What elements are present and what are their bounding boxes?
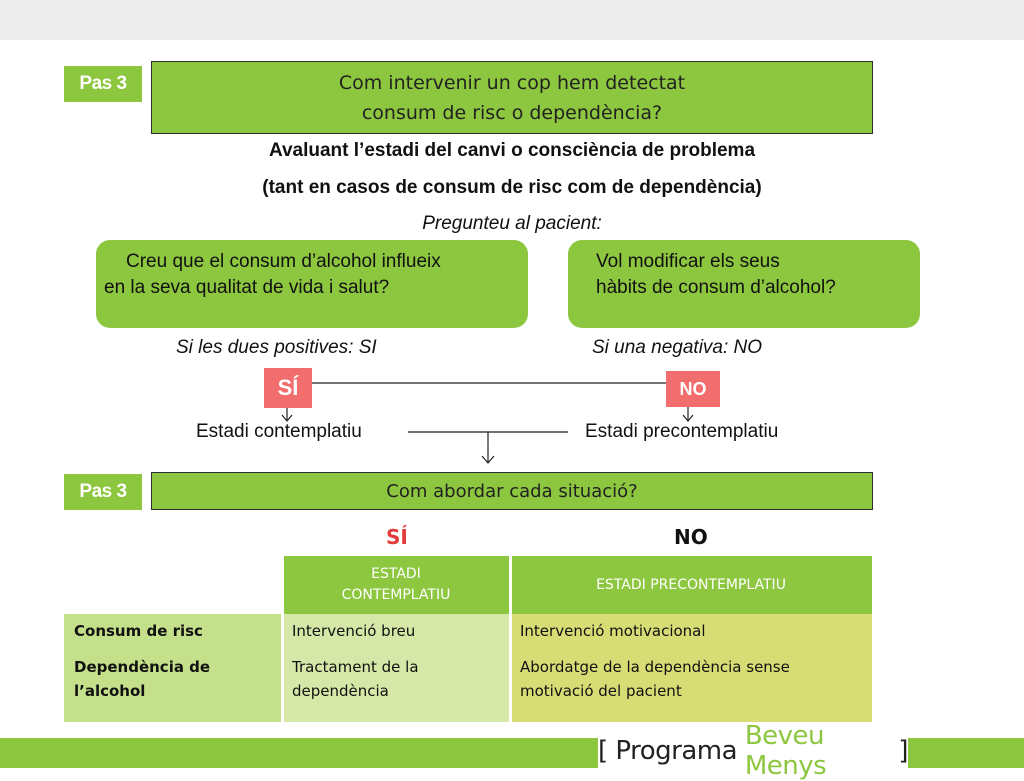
tag-no: NO [666,371,720,407]
table-header: ESTADI PRECONTEMPLATIU [510,556,872,614]
stage-precontemplatiu: Estadi precontemplatiu [585,421,779,442]
program-logo: [ Programa Beveu Menys ] [598,721,909,781]
step-title: Com intervenir un cop hem detectat consu… [151,61,873,134]
table-cell-line: Dependència de [74,658,211,676]
column-label-no: NO [674,525,708,549]
table-cell-line: Tractament de la [292,658,419,676]
question-line: hàbits de consum d’alcohol? [596,277,836,298]
flow-connectors [281,382,694,464]
logo-text: [ Programa [598,736,745,766]
logo-text-accent: Beveu Menys [744,721,827,781]
question-box: Vol modificar els seus hàbits de consum … [568,240,920,328]
step-title: Com abordar cada situació? [151,472,873,510]
table-cell-line: l’alcohol [74,682,146,700]
question-box: Creu que el consum d’alcohol influeix en… [96,240,528,328]
approach-table: ESTADI CONTEMPLATIU ESTADI PRECONTEMPLAT… [64,556,872,722]
table-divider [509,556,512,722]
table-cell: Intervenció breu [282,614,510,650]
rule-no: Si una negativa: NO [592,337,763,358]
table-cell: Abordatge de la dependència sense motiva… [510,650,872,722]
stage-contemplatiu: Estadi contemplatiu [196,421,362,442]
table-header-line: CONTEMPLATIU [341,587,451,603]
rule-yes: Si les dues positives: SI [176,337,377,358]
table-header-line: ESTADI [371,566,421,582]
table-cell: Intervenció motivacional [510,614,872,650]
top-bar [0,0,1024,40]
step-title-line: consum de risc o dependència? [361,101,663,124]
table-cell-line: Abordatge de la dependència sense [520,658,790,676]
table-cell-line: dependència [292,682,389,700]
table-cell: Tractament de la dependència [282,650,510,722]
ask-patient-label: Pregunteu al pacient: [422,213,602,234]
column-label-yes: SÍ [386,525,408,549]
tag-yes: SÍ [264,368,312,408]
table-header: ESTADI CONTEMPLATIU [282,556,510,614]
table-divider [281,556,284,722]
question-line: en la seva qualitat de vida i salut? [104,277,390,298]
logo-text: ] [890,736,908,766]
table-row-label: Consum de risc [64,614,282,650]
table-row-label: Dependència de l’alcohol [64,650,282,722]
table-corner [64,556,282,614]
question-line: Creu que el consum d’alcohol influeix [126,251,441,272]
step-title-line: Com abordar cada situació? [386,480,638,502]
step-badge: Pas 3 [64,474,142,510]
question-line: Vol modificar els seus [596,251,780,272]
step-title-line: Com intervenir un cop hem detectat [338,71,686,94]
subtitle: Avaluant l’estadi del canvi o consciènci… [268,140,756,161]
table-cell-line: motivació del pacient [520,682,682,700]
step-badge: Pas 3 [64,66,142,102]
subtitle: (tant en casos de consum de risc com de … [262,177,762,198]
